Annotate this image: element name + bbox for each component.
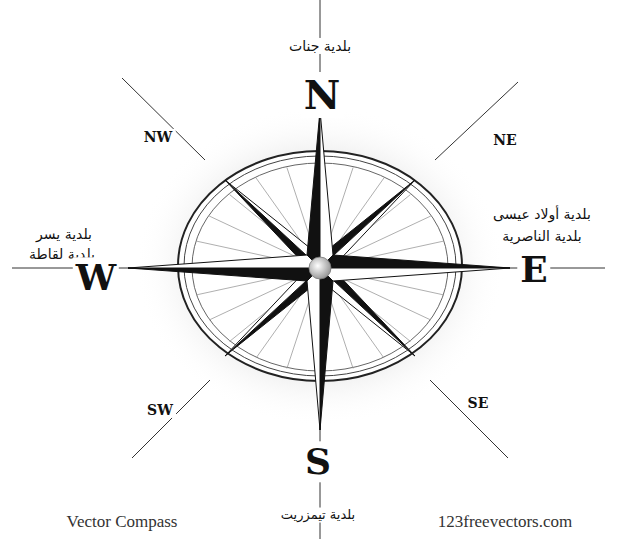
place-label: بلدية أولاد عيسى: [490, 206, 594, 222]
place-label: بلدية الناصرية: [499, 228, 584, 244]
intercardinal-letter: NW: [141, 129, 176, 145]
cardinal-letter: S: [302, 441, 334, 482]
cardinal-points: [128, 110, 510, 430]
watermark: 123freevectors.com: [435, 512, 576, 532]
intercardinal-letter: NE: [490, 132, 519, 148]
place-label: بلدية تيمزريت: [278, 508, 358, 523]
watermark: Vector Compass: [64, 512, 181, 532]
place-label: بلدية جنات: [286, 38, 354, 54]
direction-lines: [12, 0, 605, 539]
intercardinal-letter: SE: [465, 395, 492, 411]
center-knob: [309, 257, 331, 279]
place-label: بلدية يسر: [33, 226, 95, 242]
cardinal-letter: E: [517, 249, 550, 290]
cardinal-letter: W: [73, 257, 119, 298]
intercardinal-letter: SW: [144, 402, 176, 418]
cardinal-letter: N: [301, 72, 344, 118]
